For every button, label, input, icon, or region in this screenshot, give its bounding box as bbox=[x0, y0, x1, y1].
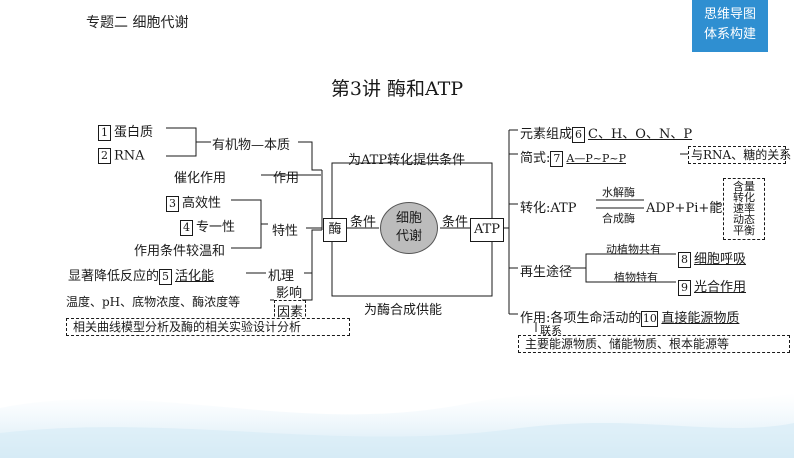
node-cell-metabolism: 细胞 代谢 bbox=[380, 202, 438, 254]
cell-metab-line-1: 细胞 bbox=[395, 211, 422, 226]
node-organic: 有机物—本质 bbox=[212, 138, 291, 153]
respiration-label: 细胞呼吸 bbox=[694, 252, 747, 267]
efficient-label: 高效性 bbox=[182, 196, 222, 211]
activation-label: 活化能 bbox=[175, 269, 215, 284]
lesson-title: 第3讲 酶和ATP bbox=[330, 78, 464, 100]
dynamic-line-2: 转化 bbox=[733, 191, 755, 204]
node-traits: 特性 bbox=[272, 224, 299, 239]
node-regen: 再生途径 bbox=[520, 265, 573, 280]
blank-9: 9 bbox=[678, 279, 691, 296]
badge-line-2: 体系构建 bbox=[703, 27, 756, 42]
elements-value: C、H、O、N、P bbox=[588, 127, 693, 142]
role-label: 作用:各项生命活动的 bbox=[520, 311, 642, 326]
node-atp: ATP bbox=[470, 218, 504, 242]
node-influence: 影响 bbox=[276, 286, 303, 301]
blank-8: 8 bbox=[678, 251, 691, 268]
blank-3: 3 bbox=[166, 195, 179, 212]
dynamic-line-5: 平衡 bbox=[733, 224, 755, 237]
decorative-wave bbox=[0, 393, 794, 458]
label-both: 动植物共有 bbox=[606, 243, 661, 256]
blank-2: 2 bbox=[98, 148, 111, 164]
node-enzyme: 酶 bbox=[323, 218, 347, 242]
blank-6: 6 bbox=[572, 126, 586, 143]
cell-metab-line-2: 代谢 bbox=[395, 229, 422, 244]
label-condition-right: 条件 bbox=[442, 215, 469, 230]
node-products: ADP+Pi+能量 bbox=[646, 201, 736, 216]
label-hydrolase: 水解酶 bbox=[602, 186, 635, 199]
badge-line-1: 思维导图 bbox=[703, 7, 756, 22]
node-analysis: 相关曲线模型分析及酶的相关实验设计分析 bbox=[66, 318, 350, 336]
direct-energy-label: 直接能源物质 bbox=[661, 311, 740, 326]
dynamic-line-4: 动态 bbox=[733, 213, 755, 226]
label-atp-condition: 为ATP转化提供条件 bbox=[348, 153, 466, 168]
section-badge[interactable]: 思维导图 体系构建 bbox=[692, 0, 768, 52]
node-mechanism: 机理 bbox=[268, 269, 295, 284]
label-energy-supply: 为酶合成供能 bbox=[364, 303, 443, 318]
header-title: 专题二 细胞代谢 bbox=[86, 15, 189, 31]
dynamic-line-3: 速率 bbox=[733, 202, 755, 215]
formula-label: 简式 bbox=[520, 151, 547, 166]
formula-value: A—P~P~P bbox=[566, 152, 626, 165]
label-plant: 植物特有 bbox=[614, 271, 658, 284]
label-condition-left: 条件 bbox=[350, 215, 377, 230]
node-function: 作用 bbox=[273, 171, 300, 186]
specific-label: 专一性 bbox=[196, 220, 236, 235]
element-label: 元素组成 bbox=[520, 127, 573, 142]
node-energy-list: 主要能源物质、储能物质、根本能源等 bbox=[518, 335, 790, 353]
protein-label: 蛋白质 bbox=[114, 125, 154, 140]
photosynthesis-label: 光合作用 bbox=[694, 280, 747, 295]
blank-4: 4 bbox=[180, 219, 193, 236]
blank-1: 1 bbox=[98, 124, 111, 141]
dynamic-line-1: 含量 bbox=[733, 180, 755, 193]
lower-prefix: 显著降低反应的 bbox=[68, 269, 160, 284]
blank-10: 10 bbox=[641, 310, 659, 327]
node-dynamic-balance: 含量 转化 速率 动态 平衡 bbox=[723, 178, 765, 240]
label-link: 联系 bbox=[540, 324, 562, 337]
label-synthase: 合成酶 bbox=[602, 212, 635, 225]
blank-5: 5 bbox=[159, 268, 173, 285]
blank-7: 7 bbox=[550, 150, 564, 167]
node-catalysis: 催化作用 bbox=[174, 171, 227, 186]
node-transform: 转化:ATP bbox=[520, 201, 577, 216]
node-mild: 作用条件较温和 bbox=[134, 244, 226, 259]
node-rna-relation: 与RNA、糖的关系 bbox=[688, 146, 791, 164]
node-factors-list: 温度、pH、底物浓度、酶浓度等 bbox=[66, 295, 241, 309]
rna-label: RNA bbox=[114, 148, 145, 164]
